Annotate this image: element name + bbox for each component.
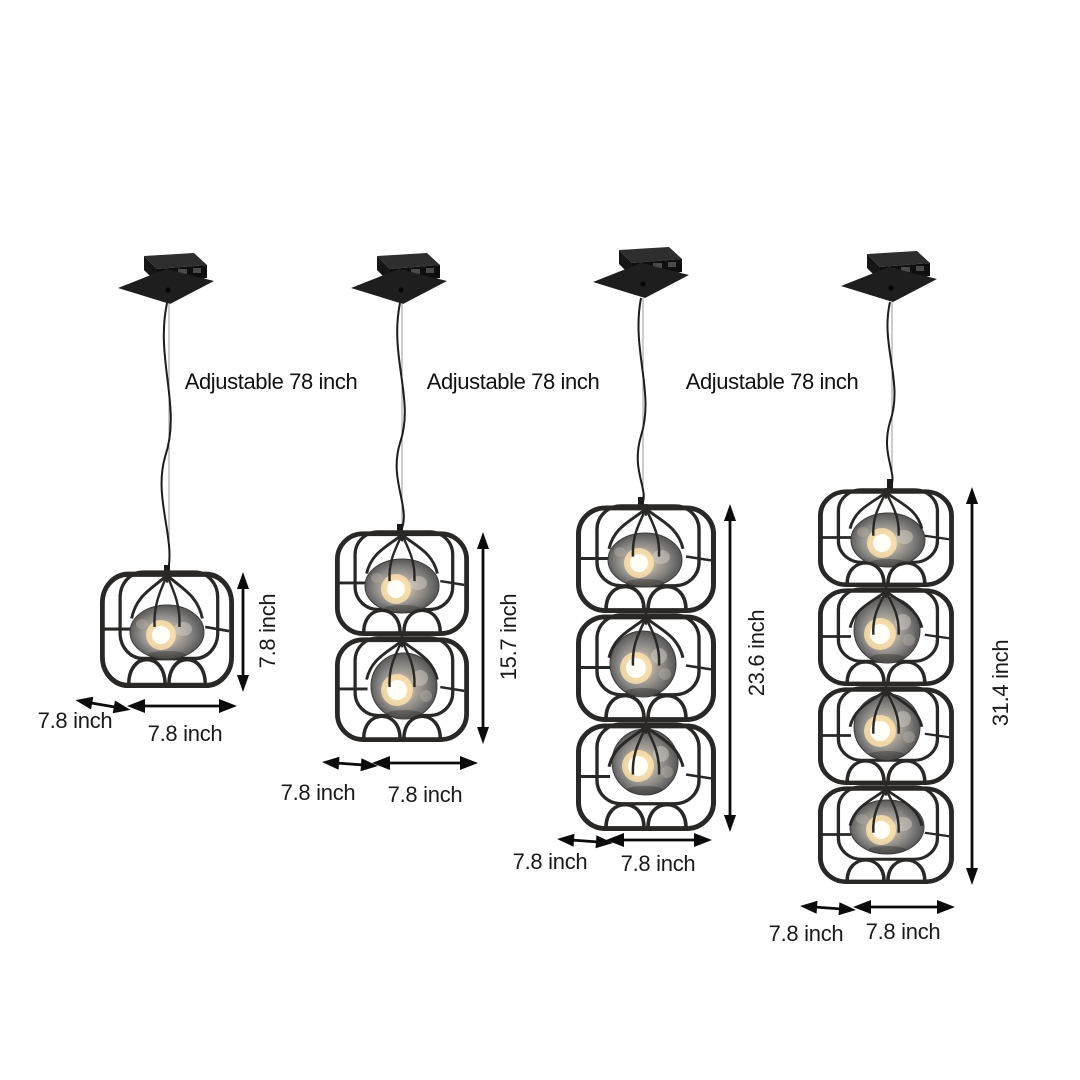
adjustable-height-label-3: Adjustable 78 inch (685, 369, 859, 394)
width-dimension-label-1: 7.8 inch (147, 721, 223, 746)
power-cord (636, 297, 647, 507)
ceiling-canopy (841, 251, 937, 302)
width-dimension-arrow-1 (127, 699, 237, 713)
depth-dimension-arrow-1 (75, 696, 131, 714)
glass-globe (370, 652, 438, 720)
socket (887, 479, 893, 491)
pendant-4-module-artwork (785, 251, 1030, 900)
depth-dimension-arrow-4 (800, 900, 856, 916)
glass-globe (129, 604, 205, 660)
pendant-3-module-artwork (540, 247, 785, 840)
height-dimension-arrow-1 (237, 572, 249, 692)
width-dimension-label-3: 7.8 inch (620, 851, 696, 876)
pendant-2-module-artwork (300, 253, 530, 775)
width-dimension-arrow-2 (372, 756, 478, 770)
ceiling-canopy (118, 253, 214, 304)
glass-globe (850, 512, 926, 568)
depth-dimension-label-4: 7.8 inch (768, 921, 844, 946)
glass-globe (611, 728, 679, 796)
height-dimension-label-1: 7.8 inch (255, 593, 280, 669)
height-dimension-label-4: 31.4 inch (988, 639, 1013, 727)
ceiling-canopy (593, 247, 689, 298)
adjustable-height-label-1: Adjustable 78 inch (184, 369, 358, 394)
glass-globe (609, 630, 677, 698)
depth-dimension-label-2: 7.8 inch (280, 780, 356, 805)
ceiling-canopy (351, 253, 447, 304)
height-dimension-arrow-2 (477, 532, 489, 744)
height-dimension-arrow-3 (724, 504, 736, 832)
width-dimension-arrow-3 (606, 833, 712, 847)
height-dimension-arrow-4 (966, 487, 978, 885)
glass-globe (853, 693, 921, 761)
width-dimension-label-2: 7.8 inch (387, 782, 463, 807)
depth-dimension-label-3: 7.8 inch (512, 849, 588, 874)
power-cord (886, 301, 896, 489)
depth-dimension-arrow-3 (557, 833, 613, 849)
width-dimension-arrow-4 (853, 900, 955, 914)
glass-globe (364, 558, 440, 614)
glass-globe (607, 532, 683, 588)
depth-dimension-label-1: 7.8 inch (37, 708, 113, 733)
height-dimension-label-3: 23.6 inch (744, 609, 769, 697)
power-cord (160, 302, 172, 576)
depth-dimension-arrow-2 (322, 756, 378, 772)
pendant-1-module-artwork (60, 253, 290, 715)
width-dimension-label-4: 7.8 inch (865, 919, 941, 944)
socket (638, 497, 644, 509)
adjustable-height-label-2: Adjustable 78 inch (426, 369, 600, 394)
power-cord (395, 302, 406, 534)
socket (397, 524, 403, 536)
height-dimension-label-2: 15.7 inch (496, 593, 521, 681)
